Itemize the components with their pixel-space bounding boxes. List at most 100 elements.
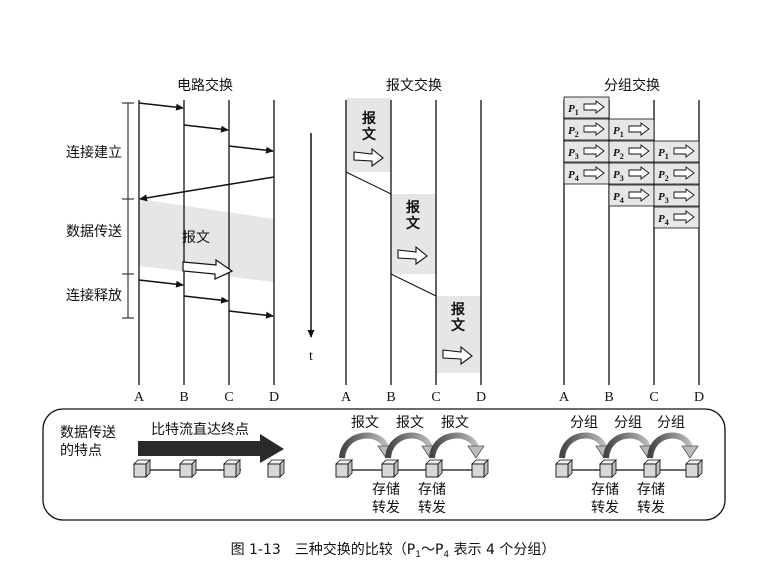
release-arrow-ab (138, 279, 184, 288)
store-label: 存储 (637, 482, 665, 498)
hollow-arrow-icon (353, 147, 384, 168)
forward-label: 转发 (591, 500, 619, 516)
packet-cell: P4 (563, 162, 610, 185)
time-label: t (309, 349, 313, 364)
setup-arrow-cd (228, 145, 274, 154)
packet-label: P1 (658, 147, 669, 161)
hollow-arrow-icon (673, 188, 695, 202)
hollow-arrow-icon (628, 122, 650, 136)
message-label-3: 报文 (451, 302, 466, 334)
hollow-arrow-icon (628, 188, 650, 202)
store-label: 存储 (591, 482, 619, 498)
phase-label-setup: 连接建立 (66, 144, 122, 161)
packet-hops: 分组分组分组 (559, 415, 699, 459)
packet-label: P3 (658, 191, 669, 205)
hollow-arrow-icon (583, 100, 605, 114)
features-row-label-2: 的特点 (60, 443, 102, 459)
circuit-switching-title: 电路交换 (177, 77, 233, 94)
store-label: 存储 (418, 482, 446, 498)
packet-node-boxes (555, 459, 703, 478)
caption-sub-4: 4 (443, 550, 449, 560)
setup-arrow-bc (183, 124, 229, 133)
hollow-arrow-icon (673, 166, 695, 180)
packet-cell: P2 (563, 118, 610, 141)
hollow-arrow-icon (442, 345, 473, 366)
node-box (425, 459, 443, 478)
node-label-a: A (559, 390, 570, 405)
bitstream-arrow (138, 434, 284, 463)
hop-arrow: 分组 (647, 415, 699, 459)
release-arrow-bc (183, 295, 229, 304)
hop-label: 分组 (570, 415, 598, 431)
packet-label: P3 (613, 169, 624, 183)
transfer-features-box: 数据传送 的特点 比特流直达终点 报文报文报文 分组分组分组 存储 转发 存储 … (42, 408, 726, 521)
hollow-arrow-icon (628, 166, 650, 180)
packet-label: P4 (613, 191, 624, 205)
packet-label: P3 (568, 147, 579, 161)
caption-sub-1: 1 (415, 550, 421, 560)
node-box (685, 459, 703, 478)
node-box (179, 459, 197, 478)
packet-cell: P1 (653, 140, 700, 163)
node-box (643, 459, 661, 478)
hollow-arrow-icon (583, 166, 605, 180)
message-switching-title: 报文交换 (386, 77, 442, 94)
node-label-d: D (269, 390, 279, 405)
node-box (267, 459, 285, 478)
forward-label: 转发 (637, 500, 665, 516)
message-switching-panel: 报文交换 报文 报文 报文 A B C D (341, 77, 486, 405)
hollow-arrow-icon (673, 144, 695, 158)
figure-caption: 图 1-13 三种交换的比较（P1～P4 表示 4 个分组） (231, 541, 556, 560)
hollow-arrow-icon (628, 144, 650, 158)
message-node-boxes (335, 459, 489, 478)
circuit-switching-panel: 电路交换 报文 连接建立 数据传送 连接释放 (66, 77, 279, 405)
hop-label: 分组 (657, 415, 685, 431)
hollow-arrow-icon (673, 210, 695, 224)
message-label-2: 报文 (406, 200, 421, 232)
caption-prefix: 图 1-13 三种交换的比较（P (231, 541, 416, 558)
node-label-d: D (694, 390, 704, 405)
node-label-b: B (604, 390, 613, 405)
hop-label: 报文 (441, 415, 469, 431)
node-label-c: C (649, 390, 658, 405)
hop-label: 分组 (614, 415, 642, 431)
message-label-1a: 报文 (362, 111, 377, 143)
forward-label: 转发 (372, 500, 400, 516)
release-arrow-cd (228, 310, 274, 319)
features-row-label-1: 数据传送 (60, 425, 116, 441)
node-label-a: A (134, 390, 145, 405)
circuit-data-region (139, 199, 274, 282)
packet-label: P4 (568, 169, 579, 183)
store-label: 存储 (372, 482, 400, 498)
hollow-arrow-icon (397, 245, 428, 266)
node-box (335, 459, 353, 478)
packet-cell: P1 (563, 96, 610, 119)
phase-label-transfer: 数据传送 (66, 224, 122, 240)
phase-label-release: 连接释放 (66, 287, 122, 304)
node-label-c: C (431, 390, 440, 405)
packet-cell: P3 (653, 184, 700, 207)
packet-cell: P1 (608, 118, 655, 141)
packet-label: P2 (658, 169, 669, 183)
packet-cell: P3 (608, 162, 655, 185)
node-box (471, 459, 489, 478)
node-label-b: B (179, 390, 188, 405)
circuit-node-boxes (133, 459, 285, 478)
packet-label: P4 (658, 213, 669, 227)
node-box (555, 459, 573, 478)
hop-label: 报文 (351, 415, 379, 431)
packet-cell: P2 (653, 162, 700, 185)
packet-cell: P4 (608, 184, 655, 207)
node-label-c: C (224, 390, 233, 405)
forward-label: 转发 (418, 500, 446, 516)
node-label-a: A (341, 390, 352, 405)
caption-mid: ～P (421, 542, 443, 558)
node-box (381, 459, 399, 478)
node-label-b: B (386, 390, 395, 405)
packet-cell: P2 (608, 140, 655, 163)
caption-suffix: 表示 4 个分组） (449, 542, 555, 558)
hollow-arrow-icon (583, 122, 605, 136)
